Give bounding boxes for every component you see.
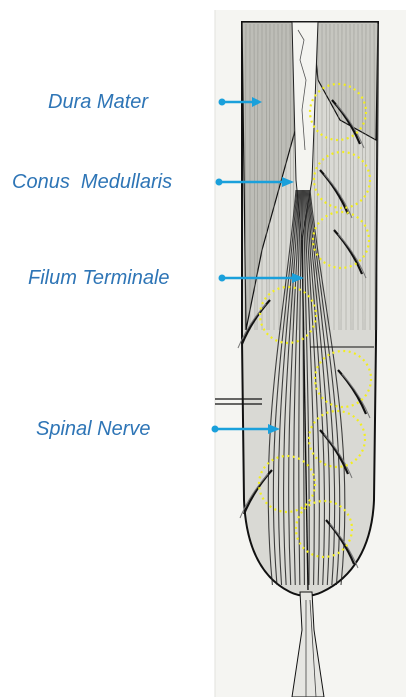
label-dura-mater: Dura Mater <box>48 90 148 114</box>
label-spinal-nerve: Spinal Nerve <box>36 417 151 441</box>
label-filum-terminale: Filum Terminale <box>28 266 170 290</box>
label-conus-medullaris: Conus Medullaris <box>12 170 172 194</box>
